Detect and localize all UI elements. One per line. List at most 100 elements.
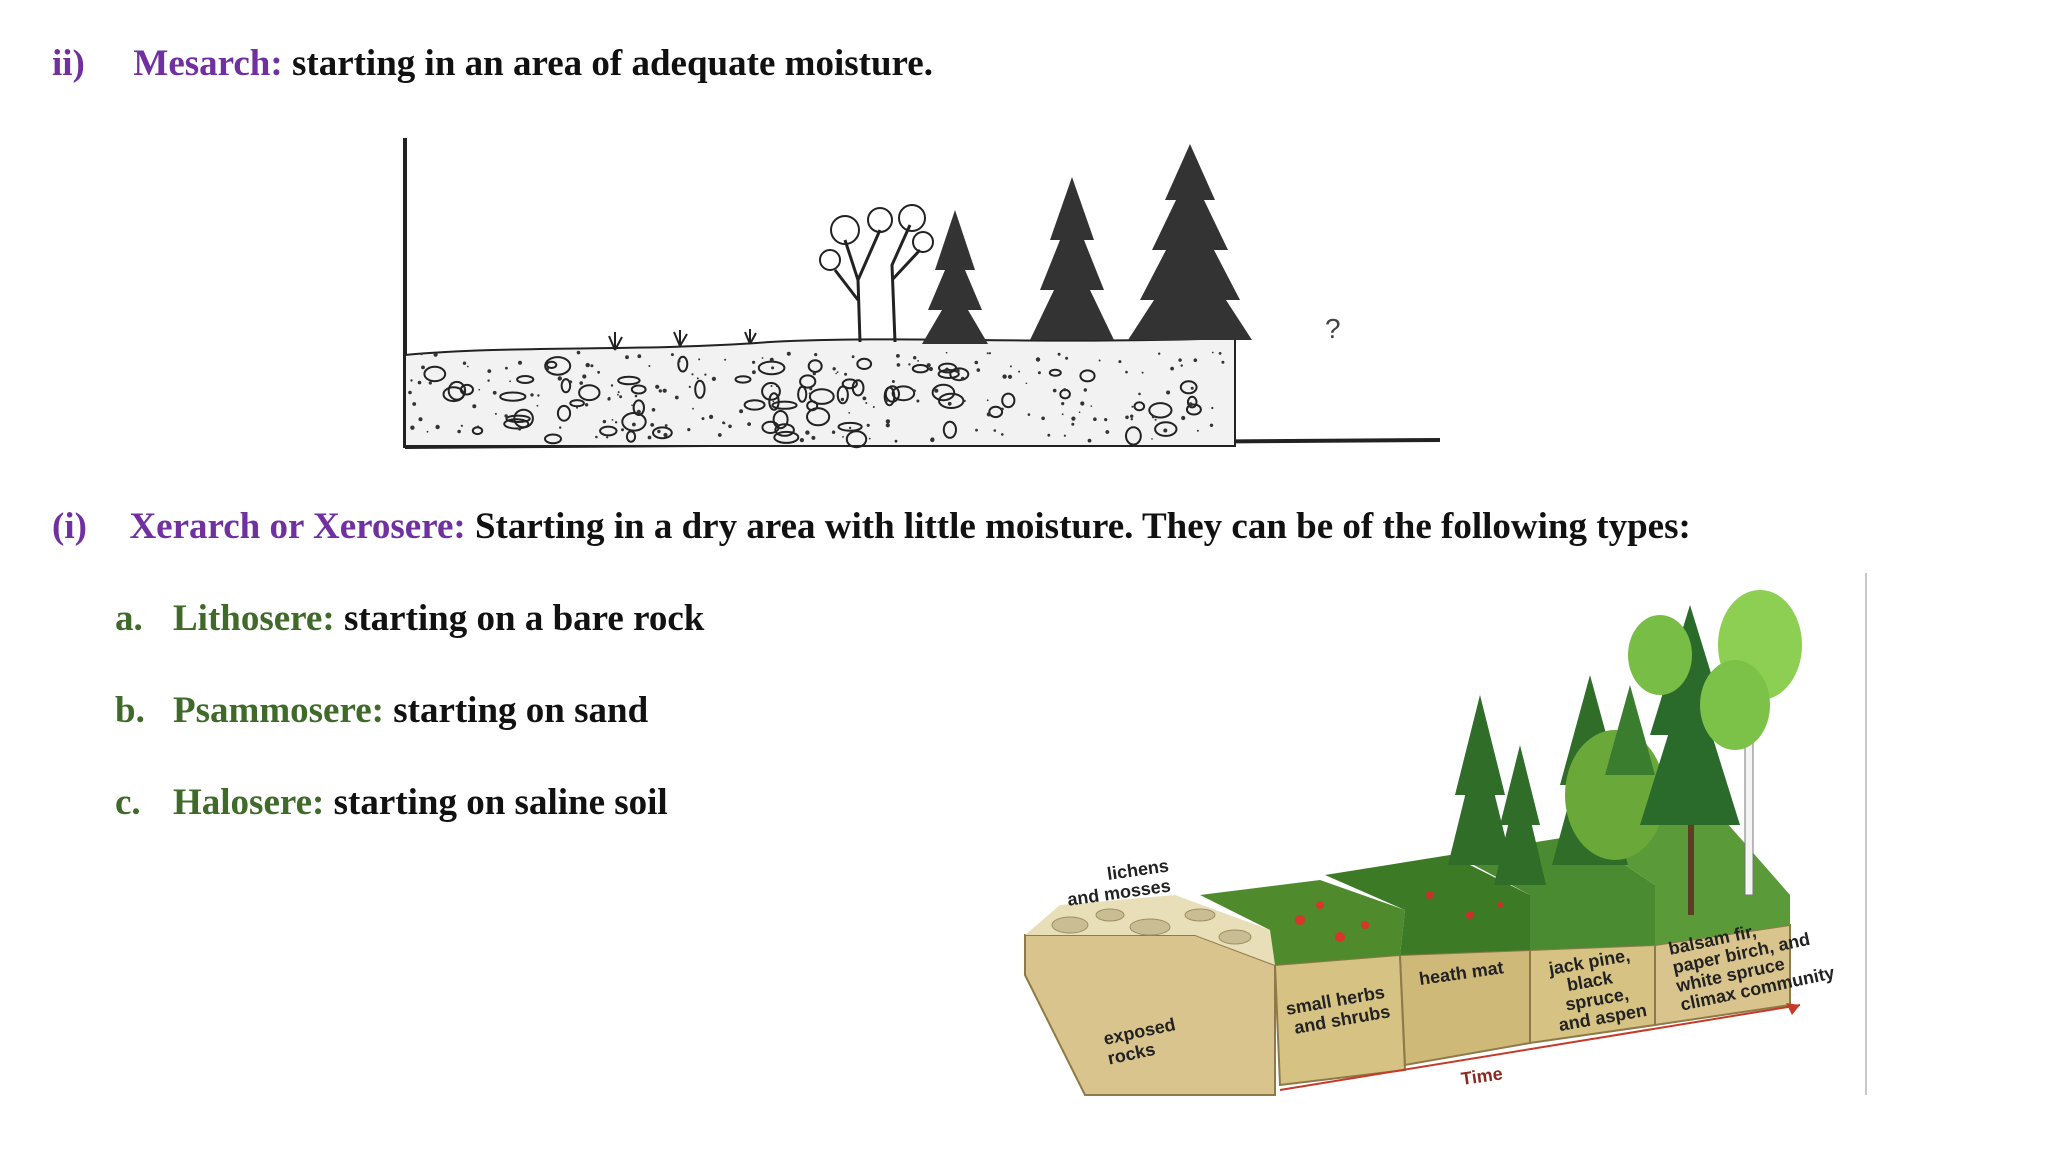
soil-grain: [408, 350, 1225, 443]
soil-grain-dot: [896, 354, 900, 358]
soil-grain-dot: [1218, 352, 1222, 355]
soil-grain-dot: [674, 395, 679, 400]
pebble: [560, 378, 572, 394]
soil-grain-dot: [1180, 364, 1183, 367]
soil-grain-dot: [1087, 438, 1092, 443]
soil-grain-dot: [1105, 430, 1110, 434]
soil-grain-dot: [1035, 357, 1041, 362]
pebble: [632, 399, 646, 417]
soil-grain-dot: [832, 367, 836, 371]
soil-grain-dot: [608, 396, 611, 400]
pebble: [856, 357, 873, 370]
soil-grain-dot: [651, 408, 656, 412]
soil-grain-dot: [885, 398, 889, 402]
time-arrow-head: [1786, 1003, 1800, 1015]
soil-grain-dot: [472, 404, 477, 409]
soil-grain-dot: [812, 372, 816, 376]
soil-grain-dot: [771, 366, 775, 370]
pebble: [1179, 380, 1198, 395]
time-axis-line: [1279, 1004, 1801, 1091]
pebble: [578, 384, 601, 402]
pebble: [630, 384, 647, 395]
soil-grain-dot: [1130, 414, 1134, 418]
heath-berries: [1426, 891, 1503, 919]
soil-grain-dot: [1170, 410, 1172, 413]
question-mark: ?: [1325, 313, 1341, 344]
soil-grain-dot: [1181, 415, 1186, 421]
soil-grain-dot: [851, 355, 855, 359]
soil-grain-dot: [417, 380, 422, 385]
soil-grain-dot: [569, 380, 573, 384]
soil-grain-dot: [836, 371, 839, 373]
pebble: [459, 383, 475, 396]
soil-grain-dot: [625, 355, 629, 360]
soil-grain-dot: [614, 421, 618, 424]
soil-grain-dot: [835, 372, 837, 375]
soil-grain-dot: [487, 379, 490, 382]
soil-grain-dot: [1141, 371, 1144, 374]
soil-grain-dot: [554, 362, 557, 364]
soil-grain-dot: [868, 437, 871, 440]
soil-grain-dot: [1052, 388, 1057, 393]
soil-grain-dot: [664, 424, 668, 427]
soil-grain-dot: [761, 357, 764, 359]
soil-grain-dot: [993, 429, 997, 432]
soil-grain-dot: [1211, 406, 1214, 410]
pebble: [471, 426, 484, 436]
pebble: [499, 391, 527, 402]
soil-grain-dot: [1193, 358, 1198, 362]
soil-grain-dot: [1125, 415, 1129, 420]
soil-grain-dot: [986, 399, 989, 402]
soil-grain-dot: [463, 386, 466, 389]
soil-grain-dot: [709, 414, 714, 419]
soil-grain-dot: [848, 412, 851, 414]
pebble: [883, 386, 896, 407]
soil-grain-dot: [462, 361, 467, 365]
soil-grain-dot: [621, 428, 624, 432]
soil-grain-dot: [559, 426, 562, 429]
soil-grain-dot: [617, 391, 620, 394]
soil-grain-dot: [866, 423, 870, 427]
soil-grain-dot: [739, 409, 744, 414]
soil-grain-dot: [1061, 413, 1064, 416]
soil-grain-dot: [518, 360, 522, 365]
soil-grain-dot: [1211, 351, 1214, 354]
label-time: Time: [1460, 1063, 1504, 1089]
soil-grain-dot: [504, 414, 508, 418]
pebble: [1048, 368, 1062, 377]
soil-grain-dot: [717, 433, 722, 437]
soil-grain-dot: [632, 422, 636, 427]
soil-grain-dot: [701, 417, 705, 421]
mesarch-term: Mesarch:: [133, 43, 283, 84]
soil-grain-dot: [412, 402, 417, 406]
pebble: [837, 421, 863, 432]
soil-grain-dot: [865, 402, 868, 404]
type-description: starting on sand: [393, 690, 649, 731]
pebble: [503, 418, 530, 430]
soil-grain-dot: [410, 425, 415, 430]
soil-grain-dot: [1098, 359, 1101, 362]
rock-stones: [1051, 908, 1252, 945]
soil-grain-dot: [1057, 352, 1061, 356]
soil-grain-dot: [1209, 423, 1214, 427]
type-item-halosere: c.Halosere: starting on saline soil: [115, 781, 668, 824]
soil-pebbles: [423, 355, 1202, 449]
soil-grain-dot: [752, 360, 756, 364]
pebble: [743, 399, 766, 411]
soil-grain-dot: [1151, 438, 1153, 440]
type-description: starting on saline soil: [333, 782, 668, 823]
soil-grain-dot: [460, 424, 463, 427]
soil-grain-dot: [466, 365, 469, 368]
soil-grain-dot: [670, 353, 674, 357]
soil-grain-dot: [772, 400, 775, 403]
xerarch-term: Xerarch or Xerosere:: [129, 506, 466, 547]
soil-grain-dot: [872, 406, 875, 408]
soil-grain-dot: [896, 363, 901, 367]
climax-trees: [1605, 590, 1802, 915]
soil-grain-dot: [492, 390, 497, 395]
soil-grain-dot: [945, 351, 948, 354]
grass-tufts: [608, 329, 757, 351]
soil-grain-dot: [1090, 405, 1093, 407]
soil-grain-dot: [590, 364, 594, 368]
pebble: [891, 385, 916, 402]
